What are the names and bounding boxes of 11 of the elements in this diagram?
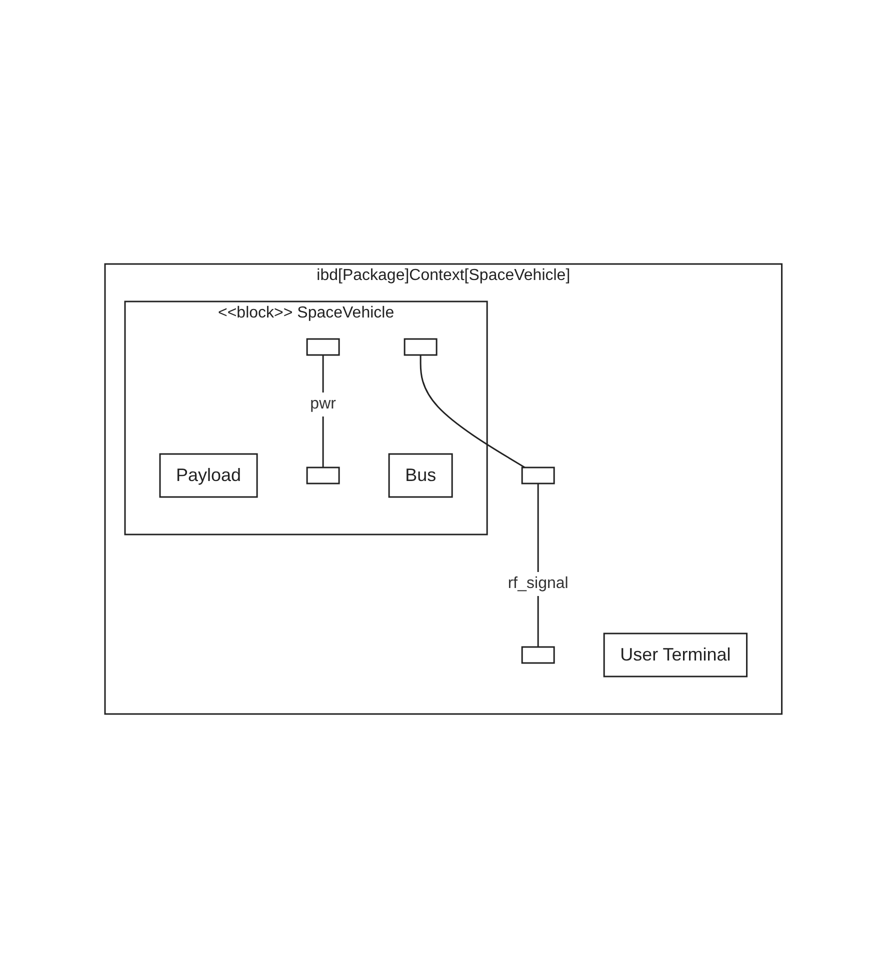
node-box xyxy=(520,466,554,484)
node-box xyxy=(306,466,340,484)
connector xyxy=(419,355,525,468)
edge-label: rf_signal xyxy=(507,575,568,592)
node-box: Payload xyxy=(158,453,258,498)
node-box: Bus xyxy=(388,453,452,498)
node-box xyxy=(306,338,340,356)
edge-label: pwr xyxy=(310,396,336,412)
node-box xyxy=(403,338,437,356)
node-box: User Terminal xyxy=(602,632,748,678)
node-box xyxy=(520,646,554,664)
